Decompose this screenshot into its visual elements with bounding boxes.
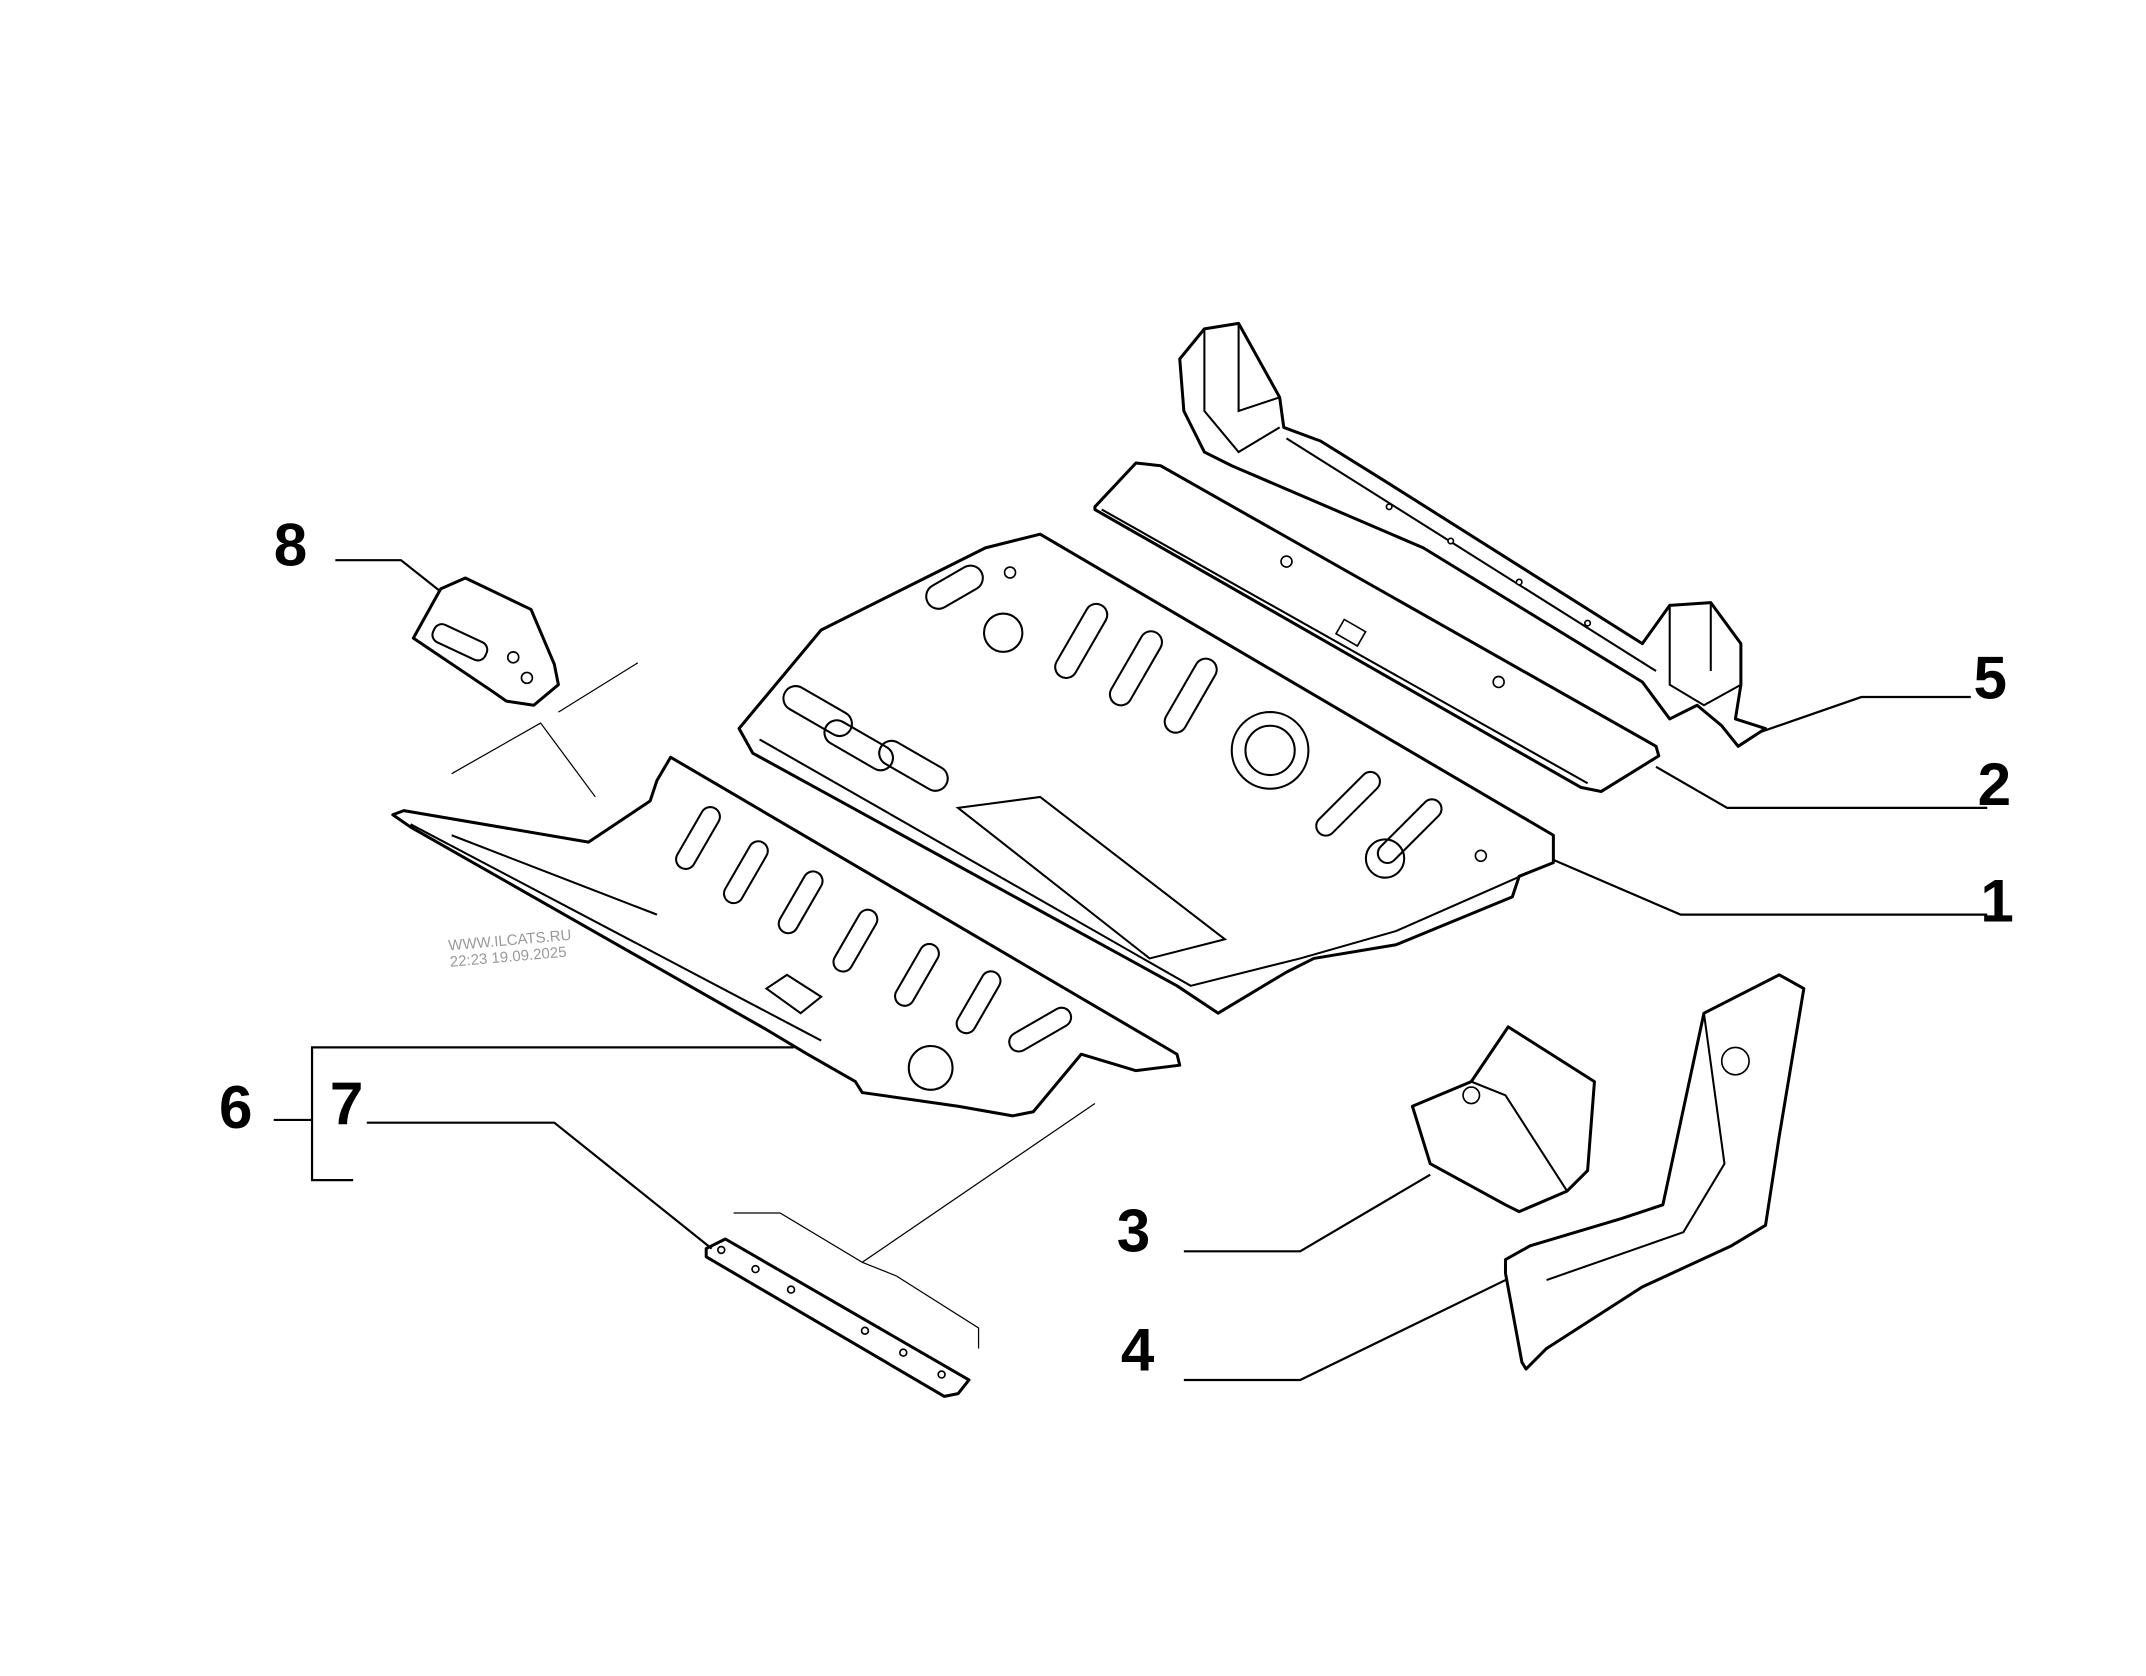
part-6-front-floor[interactable]	[391, 755, 1182, 1118]
callout-1[interactable]: 1	[1980, 866, 2013, 934]
callout-8[interactable]: 8	[274, 511, 307, 579]
part-5-crossmember[interactable]	[1178, 321, 1768, 748]
callout-4[interactable]: 4	[1121, 1315, 1155, 1383]
part-4-side-member[interactable]	[1503, 973, 1806, 1371]
part-2-panel[interactable]	[1093, 461, 1661, 793]
part-7-strip[interactable]	[704, 1237, 971, 1398]
callout-2[interactable]: 2	[1978, 750, 2011, 818]
assembly-guide-lines	[451, 662, 1096, 1349]
callout-5[interactable]: 5	[1974, 643, 2007, 711]
part-1-floor-pan[interactable]	[737, 532, 1555, 1015]
callout-6[interactable]: 6	[219, 1073, 252, 1141]
watermark: WWW.ILCATS.RU 22:23 19.09.2025	[448, 927, 572, 971]
part-3-bracket[interactable]	[1410, 1025, 1596, 1214]
callout-3[interactable]: 3	[1117, 1196, 1150, 1264]
part-8-bracket[interactable]	[411, 576, 560, 707]
leader-lines	[273, 559, 1988, 1382]
callout-7[interactable]: 7	[330, 1069, 363, 1137]
